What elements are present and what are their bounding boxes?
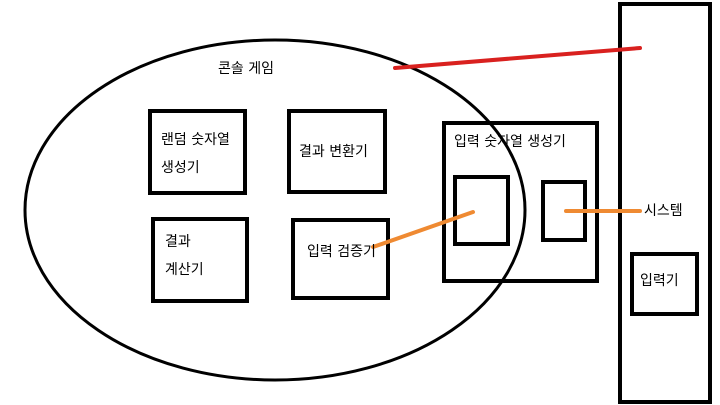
result-calculator-label: 결과 계산기	[165, 228, 235, 284]
input-digits-generator-inner-left	[453, 175, 510, 246]
random-digits-generator-line1: 랜덤 숫자열	[161, 132, 230, 148]
input-device-label: 입력기	[640, 273, 679, 289]
system-box	[618, 2, 712, 404]
result-converter-box	[287, 109, 387, 194]
input-device-box	[630, 252, 699, 316]
input-digits-generator-label: 입력 숫자열 생성기	[454, 134, 566, 150]
result-converter-label: 결과 변환기	[299, 144, 368, 160]
result-calculator-box	[151, 217, 249, 303]
result-calculator-line2: 계산기	[165, 262, 204, 278]
console-game-ellipse	[23, 38, 527, 382]
result-calculator-line1: 결과	[165, 234, 191, 250]
input-validator-label: 입력 검증기	[307, 244, 376, 260]
console-game-label: 콘솔 게임	[218, 61, 274, 77]
red-link-line	[393, 46, 642, 70]
system-label: 시스템	[644, 203, 683, 219]
input-validator-box	[291, 218, 390, 300]
orange-link-validator	[371, 210, 475, 249]
random-digits-generator-label: 랜덤 숫자열 생성기	[161, 126, 251, 182]
random-digits-generator-line2: 생성기	[161, 160, 200, 176]
random-digits-generator-box	[148, 109, 247, 195]
input-digits-generator-box	[442, 121, 599, 283]
